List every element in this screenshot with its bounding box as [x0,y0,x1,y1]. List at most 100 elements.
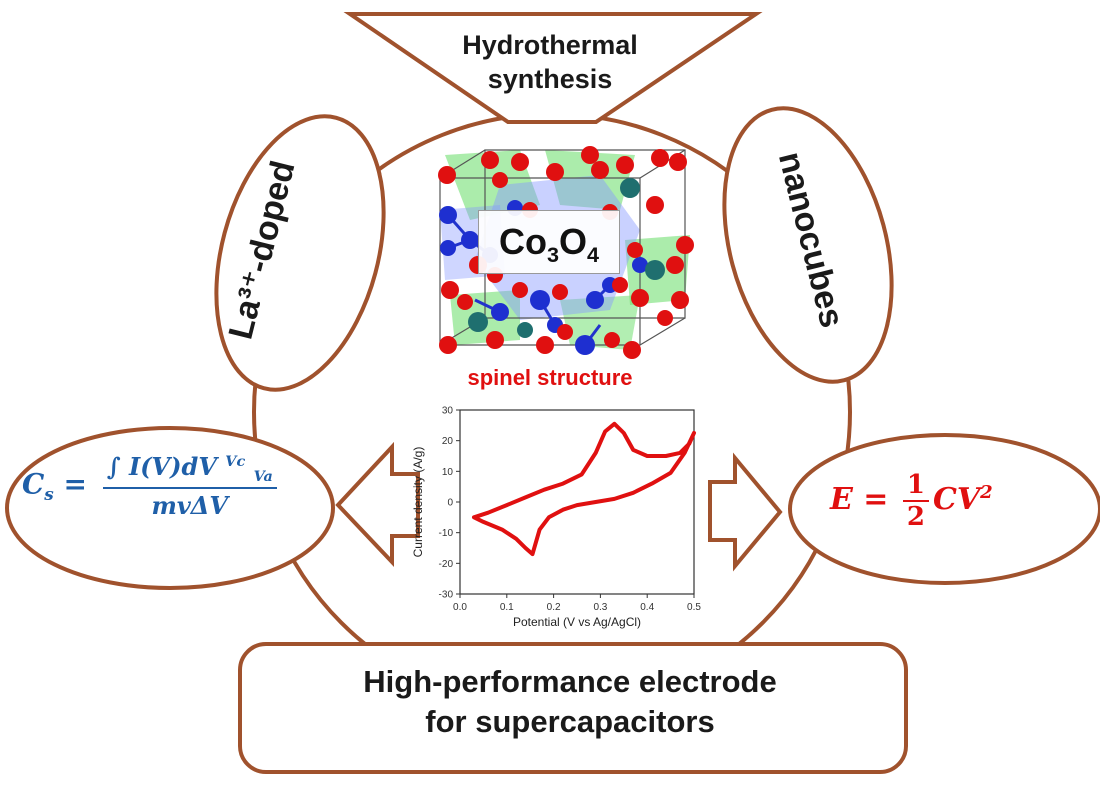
lower-limit-subscript: a [263,467,273,485]
oxygen-atom [511,153,529,171]
green-polyhedron [545,150,635,210]
application-label-line-2: for supercapacitors [425,704,715,739]
capacitance-subscript: s [44,484,54,504]
cobalt-atom [439,206,457,224]
compound-mid: O [558,221,587,262]
oxygen-atom [612,277,628,293]
compound-subscript-2: 4 [587,242,600,268]
cobalt-oct-atom [620,178,640,198]
y-tick-label: 0 [447,498,453,509]
lower-limit-symbol: V [253,467,264,485]
capacitance-symbol: C [22,467,45,501]
synthesis-label-line-1: Hydrothermal [462,30,638,60]
upper-limit-subscript: c [236,453,246,470]
left-formula-ellipse [5,426,335,590]
oxygen-atom [616,156,634,174]
compound-base: Co [498,221,547,262]
cobalt-atom [491,303,509,321]
energy-denominator: 2 [906,502,925,532]
cobalt-atom [530,290,550,310]
integral-expression: ∫ I(V)dV [106,452,217,481]
oxygen-atom [441,281,459,299]
x-tick-label: 0.2 [547,602,561,613]
oxygen-atom [512,282,528,298]
oxygen-atom [627,242,643,258]
y-axis-label: Current density (A/g) [411,447,425,558]
oxygen-atom [604,332,620,348]
integral-upper-limit: Vc [225,453,245,470]
oxygen-atom [657,310,673,326]
y-tick-label: -30 [439,590,454,601]
cobalt-atom [575,335,595,355]
cobalt-atom [440,240,456,256]
top-funnel [343,12,763,124]
oxygen-atom [552,284,568,300]
integral-lower-limit: Va [254,468,273,485]
cell-edge [639,317,686,346]
oxygen-atom [581,146,599,164]
oxygen-atom [536,336,554,354]
x-tick-label: 0.4 [640,602,654,613]
left-arrow [335,441,420,568]
x-tick-label: 0.1 [500,602,514,613]
y-tick-label: -20 [439,559,454,570]
application-label: High-performance electrode for supercapa… [240,662,900,742]
cobalt-oct-atom [645,260,665,280]
synthesis-label-line-2: synthesis [487,64,613,94]
y-tick-label: 10 [442,467,454,478]
green-polyhedron [560,295,640,350]
capacitance-denominator: mvΔV [151,490,229,520]
right-arrow [708,452,783,572]
oxygen-atom [631,289,649,307]
energy-numerator: 1 [902,470,929,502]
application-label-line-1: High-performance electrode [363,664,777,699]
bottom-box [238,642,908,774]
oxygen-atom [671,291,689,309]
cobalt-oct-atom [468,312,488,332]
cobalt-atom [586,291,604,309]
right-formula-ellipse [788,433,1100,585]
synthesis-label: Hydrothermal synthesis [395,28,705,96]
right-ellipse [722,106,894,384]
capacitance-formula: Cs = ∫ I(V)dV Vc Va mvΔV [22,452,277,520]
oxygen-atom [439,336,457,354]
upper-limit-symbol: V [225,453,237,470]
energy-rhs: CV [933,482,981,517]
y-tick-label: 30 [442,406,454,417]
x-tick-label: 0.5 [687,602,701,613]
capacitance-equals: = [53,467,97,501]
oxygen-atom [492,172,508,188]
capacitance-fraction: ∫ I(V)dV Vc Va mvΔV [102,452,277,520]
oxygen-atom [481,151,499,169]
cv-curve [472,421,696,557]
oxygen-atom [457,294,473,310]
energy-lhs: E = [830,482,899,517]
oxygen-atom [546,163,564,181]
y-tick-label: -10 [439,528,454,539]
oxygen-atom [557,324,573,340]
left-ellipse [214,114,386,392]
oxygen-atom [666,256,684,274]
oxygen-atom [676,236,694,254]
spinel-structure-label: spinel structure [467,365,633,390]
cobalt-atom [632,257,648,273]
oxygen-atom [591,161,609,179]
oxygen-atom [438,166,456,184]
oxygen-atom [623,341,641,359]
x-axis-label: Potential (V vs Ag/AgCl) [513,615,641,629]
oxygen-atom [646,196,664,214]
x-tick-label: 0.3 [593,602,607,613]
oxygen-atom [651,149,669,167]
compound-subscript-1: 3 [546,242,559,268]
x-tick-label: 0.0 [453,602,467,613]
cobalt-atom [461,231,479,249]
oxygen-atom [486,331,504,349]
oxygen-atom [669,153,687,171]
capacitance-numerator: ∫ I(V)dV Vc Va [102,452,277,489]
plot-frame [459,409,695,595]
cobalt-oct-atom [517,322,533,338]
